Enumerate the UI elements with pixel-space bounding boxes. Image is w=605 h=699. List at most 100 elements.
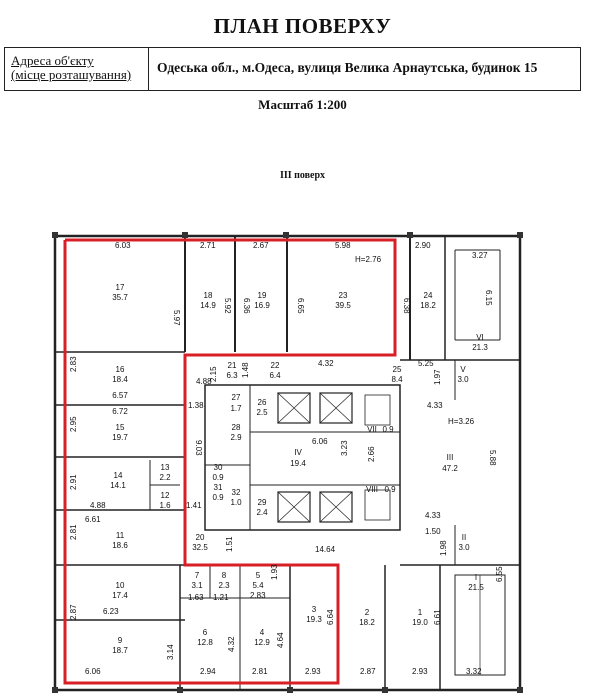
dim: 5.98 — [335, 241, 351, 250]
dim: 2.83 — [250, 591, 266, 600]
dim: 2.87 — [360, 667, 376, 676]
room-VI-area: 21.3 — [472, 343, 488, 352]
room-III-num: III — [447, 453, 454, 462]
room-I-area: 21.5 — [468, 583, 484, 592]
address-label: Адреса об'єкту — [11, 53, 94, 68]
room-12-area: 1.6 — [159, 501, 171, 510]
dim: 1.93 — [270, 564, 279, 580]
walls — [53, 234, 522, 692]
dim: 4.88 — [196, 377, 212, 386]
room-32-num: 32 — [232, 488, 241, 497]
room-26-area: 2.5 — [256, 408, 268, 417]
dim: 1.48 — [241, 362, 250, 378]
room-17-area: 35.7 — [112, 293, 128, 302]
plan-title: ПЛАН ПОВЕРХУ — [213, 14, 392, 38]
room-15-num: 15 — [116, 423, 125, 432]
room-3-num: 3 — [312, 605, 317, 614]
room-29-num: 29 — [258, 498, 267, 507]
room-23-num: 23 — [339, 291, 348, 300]
highlight-outline — [63, 238, 397, 685]
dim: 3.32 — [466, 667, 482, 676]
room-10-area: 17.4 — [112, 591, 128, 600]
dim: 5.88 — [488, 450, 497, 466]
room-15-area: 19.7 — [112, 433, 128, 442]
room-3-area: 19.3 — [306, 615, 322, 624]
height-main: H=3.26 — [448, 417, 475, 426]
room-19-num: 19 — [258, 291, 267, 300]
dim: 1.21 — [213, 593, 229, 602]
room-V-num: V — [460, 365, 466, 374]
room-1-num: 1 — [418, 608, 423, 617]
room-27-num: 27 — [232, 393, 241, 402]
room-4-num: 4 — [260, 628, 265, 637]
room-16-area: 18.4 — [112, 375, 128, 384]
room-II-area: 3.0 — [458, 543, 470, 552]
room-IV-area: 19.4 — [290, 459, 306, 468]
dim: 3.23 — [340, 440, 349, 456]
dim: 5.92 — [223, 298, 232, 314]
dim: 6.15 — [484, 290, 493, 306]
room-VII-num: VII — [367, 425, 377, 434]
room-7-num: 7 — [195, 571, 200, 580]
room-12-num: 12 — [161, 491, 170, 500]
dim: 2.81 — [252, 667, 268, 676]
room-11-num: 11 — [116, 531, 125, 540]
room-5-area: 5.4 — [252, 581, 264, 590]
room-31-area: 0.9 — [212, 493, 224, 502]
dim: 2.66 — [367, 446, 376, 462]
dim: 1.98 — [439, 540, 448, 556]
dim: 6.23 — [103, 607, 119, 616]
dim: 4.33 — [425, 511, 441, 520]
dim: 2.93 — [305, 667, 321, 676]
dim: 4.88 — [90, 501, 106, 510]
dim: 1.41 — [186, 501, 202, 510]
room-21-num: 21 — [228, 361, 237, 370]
room-13-num: 13 — [161, 463, 170, 472]
room-II-num: II — [462, 533, 466, 542]
room-25-num: 25 — [393, 365, 402, 374]
dim: 14.64 — [315, 545, 336, 554]
room-9-area: 18.7 — [112, 646, 128, 655]
room-7-area: 3.1 — [191, 581, 203, 590]
room-14-num: 14 — [114, 471, 123, 480]
dim: 6.64 — [326, 609, 335, 625]
dim: 2.95 — [69, 416, 78, 432]
dim: 1.50 — [425, 527, 441, 536]
room-31-num: 31 — [214, 483, 223, 492]
dim: 1.38 — [188, 401, 204, 410]
room-I-num: I — [475, 573, 477, 582]
room-2-area: 18.2 — [359, 618, 375, 627]
room-IV-num: IV — [294, 448, 302, 457]
dim: 6.36 — [242, 298, 251, 314]
room-25-area: 8.4 — [391, 375, 403, 384]
room-labels: 17 35.7 18 14.9 19 16.9 23 39.5 24 18.2 … — [110, 283, 488, 655]
room-27-area: 1.7 — [230, 404, 242, 413]
dim: 3.27 — [472, 251, 488, 260]
room-30-area: 0.9 — [212, 473, 224, 482]
dim: 2.91 — [69, 474, 78, 490]
dim: 2.87 — [69, 604, 78, 620]
address-value: Одеська обл., м.Одеса, вулиця Велика Арн… — [157, 60, 538, 75]
dim: 2.94 — [200, 667, 216, 676]
dim: 2.71 — [200, 241, 216, 250]
room-10-num: 10 — [116, 581, 125, 590]
room-26-num: 26 — [258, 398, 267, 407]
room-24-num: 24 — [424, 291, 433, 300]
room-8-area: 2.3 — [218, 581, 230, 590]
dim: 2.15 — [209, 366, 218, 382]
room-4-area: 12.9 — [254, 638, 270, 647]
dim: 1.97 — [433, 369, 442, 385]
dim: 6.57 — [112, 391, 128, 400]
address-label-cell: Адреса об'єкту (місце розташування) — [5, 48, 149, 90]
room-VII-area: 0.9 — [382, 425, 394, 434]
room-18-num: 18 — [204, 291, 213, 300]
room-20-area: 32.5 — [192, 543, 208, 552]
scale-label: Масштаб 1:200 — [258, 97, 347, 112]
height-red: H=2.76 — [355, 255, 382, 264]
dim: 6.06 — [312, 437, 328, 446]
room-22-area: 6.4 — [269, 371, 281, 380]
room-13-area: 2.2 — [159, 473, 171, 482]
dim: 6.72 — [112, 407, 128, 416]
dim: 4.32 — [227, 636, 236, 652]
